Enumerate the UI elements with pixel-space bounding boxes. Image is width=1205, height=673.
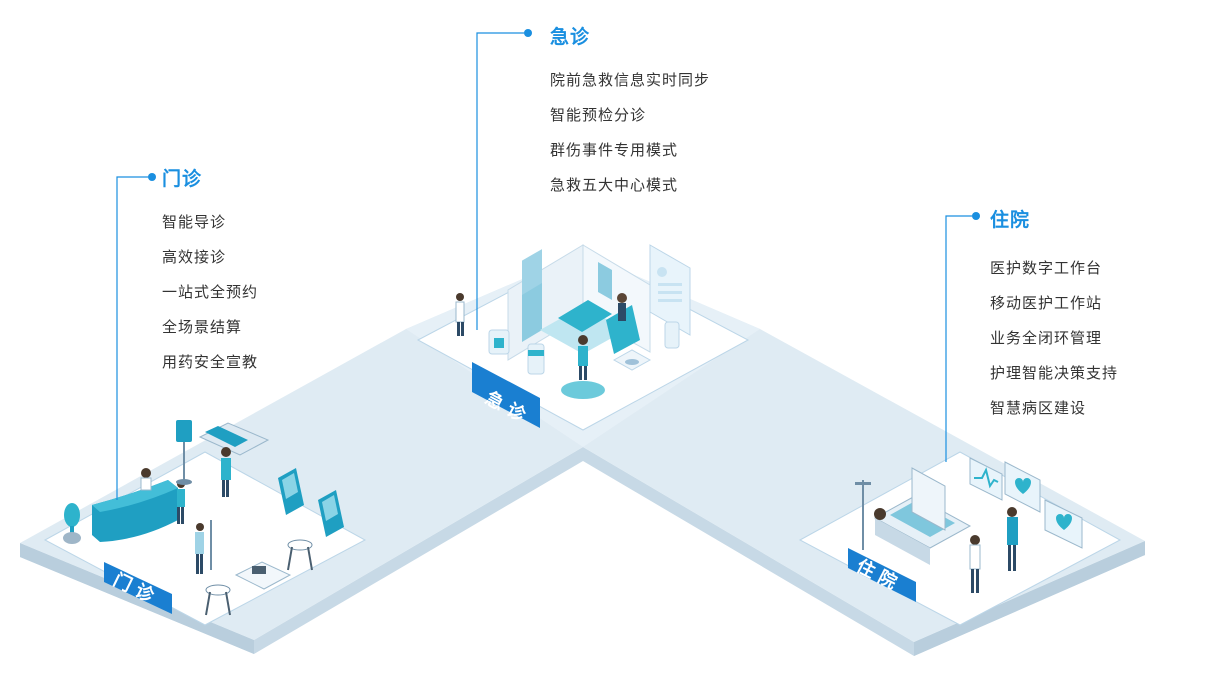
callout-lines bbox=[116, 32, 972, 500]
emergency-feature-item: 智能预检分诊 bbox=[550, 106, 647, 124]
emergency-feature-item: 院前急救信息实时同步 bbox=[550, 71, 711, 89]
emergency-feature-item: 急救五大中心模式 bbox=[550, 176, 679, 194]
inpatient-feature-item: 智慧病区建设 bbox=[990, 399, 1087, 417]
outpatient-title: 门诊 bbox=[162, 168, 203, 190]
outpatient-feature-item: 智能导诊 bbox=[162, 213, 227, 231]
inpatient-leader-line bbox=[945, 215, 972, 462]
inpatient-feature-item: 医护数字工作台 bbox=[990, 259, 1103, 277]
outpatient-feature-item: 高效接诊 bbox=[162, 248, 227, 266]
outpatient-leader-line bbox=[116, 176, 148, 500]
outpatient-feature-item: 用药安全宣教 bbox=[162, 353, 259, 371]
inpatient-zone-label-bg bbox=[848, 548, 916, 602]
inpatient-feature-item: 业务全闭环管理 bbox=[990, 329, 1103, 347]
outpatient-feature-item: 一站式全预约 bbox=[162, 283, 259, 301]
inpatient-title: 住院 bbox=[990, 209, 1031, 231]
emergency-feature-item: 群伤事件专用模式 bbox=[550, 141, 679, 159]
emergency-title: 急诊 bbox=[550, 26, 591, 48]
inpatient-feature-list: 医护数字工作台 移动医护工作站 业务全闭环管理 护理智能决策支持 智慧病区建设 bbox=[990, 258, 1118, 433]
emergency-leader-line bbox=[476, 32, 524, 330]
outpatient-feature-list: 智能导诊 高效接诊 一站式全预约 全场景结算 用药安全宣教 bbox=[162, 212, 258, 387]
emergency-zone-label-bg bbox=[472, 362, 540, 428]
emergency-room-illustration: 急 诊 bbox=[455, 244, 691, 428]
inpatient-feature-item: 护理智能决策支持 bbox=[990, 364, 1119, 382]
outpatient-feature-item: 全场景结算 bbox=[162, 318, 243, 336]
outpatient-zone-label-bg bbox=[104, 562, 172, 614]
inpatient-leader-dot bbox=[972, 212, 980, 220]
callout-dots bbox=[148, 29, 980, 220]
emergency-feature-list: 院前急救信息实时同步 智能预检分诊 群伤事件专用模式 急救五大中心模式 bbox=[550, 70, 710, 210]
emergency-leader-dot bbox=[524, 29, 532, 37]
inpatient-room-illustration: 住 院 bbox=[848, 457, 1083, 602]
outpatient-leader-dot bbox=[148, 173, 156, 181]
inpatient-feature-item: 移动医护工作站 bbox=[990, 294, 1103, 312]
